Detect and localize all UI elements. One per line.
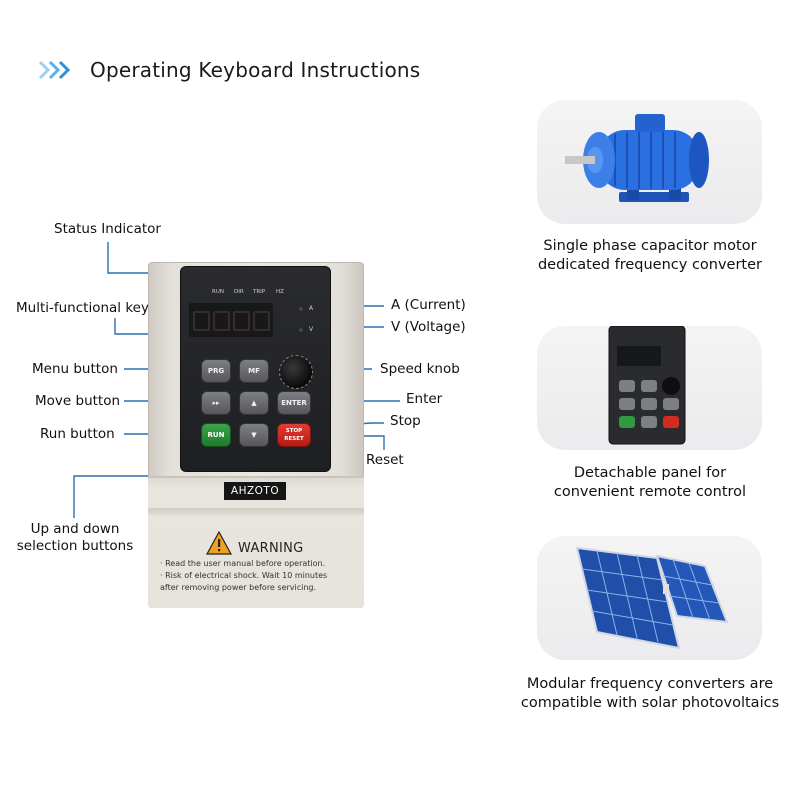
move-button[interactable]: ▸▸ [201,391,231,415]
warning-title: WARNING [238,541,304,556]
warning-line: · Read the user manual before operation. [160,559,326,568]
label-stop: Stop [390,413,421,429]
stop-label: STOP [285,428,303,434]
digit [253,311,270,331]
keypad-panel: RUN DIR TRIP HZ A V PRG MF ▸▸ ▲ ENTER RU… [180,266,331,472]
caption-line: Single phase capacitor motor [543,238,757,254]
caption-line: convenient remote control [553,484,747,500]
label-voltage: V (Voltage) [391,319,466,335]
frequency-inverter: RUN DIR TRIP HZ A V PRG MF ▸▸ ▲ ENTER RU… [148,262,364,608]
feature-caption-motor: Single phase capacitor motor dedicated f… [530,237,770,275]
unit-a: A [309,305,314,312]
indicator-trip: TRIP [253,289,266,295]
stop-reset-button[interactable]: STOP RESET [277,423,311,447]
indicator-run: RUN [212,289,224,295]
header: Operating Keyboard Instructions [38,58,420,82]
feature-card-panel [537,325,762,450]
feature-caption-solar: Modular frequency converters are compati… [507,675,793,713]
feature-card-solar [537,536,762,660]
brand-label: AHZOTO [224,482,286,500]
indicator-hz: HZ [276,289,284,295]
run-button[interactable]: RUN [201,423,231,447]
page-title: Operating Keyboard Instructions [90,58,421,82]
label-up-down-line1: Up and down [30,521,120,537]
down-button[interactable]: ▼ [239,423,269,447]
enter-button[interactable]: ENTER [277,391,311,415]
triple-chevron-right-icon [38,60,71,80]
label-enter: Enter [406,391,443,407]
label-multi-functional-keys: Multi-functional keys [16,300,156,316]
label-menu-button: Menu button [32,361,118,377]
caption-line: compatible with solar photovoltaics [520,695,780,711]
label-run-button: Run button [40,426,115,442]
label-status-indicator: Status Indicator [54,221,161,237]
up-button[interactable]: ▲ [239,391,269,415]
caption-line: Modular frequency converters are [526,676,774,692]
mf-button[interactable]: MF [239,359,269,383]
label-current: A (Current) [391,297,466,313]
solar-panel-icon [575,546,729,650]
caption-line: Detachable panel for [573,465,727,481]
speed-knob[interactable] [279,355,313,389]
unit-v: V [309,326,314,333]
warning-triangle-icon [206,531,232,555]
led-voltage [299,328,303,332]
feature-card-motor [537,100,762,224]
indicator-dir: DIR [234,289,244,295]
digit [233,311,250,331]
electric-motor-icon [565,114,709,202]
warning-line: after removing power before servicing. [160,583,317,592]
seven-segment-digits [193,311,270,331]
led-current [299,307,303,311]
feature-caption-panel: Detachable panel for convenient remote c… [530,464,770,502]
label-move-button: Move button [35,393,121,409]
digit [193,311,210,331]
control-panel-icon [608,325,686,445]
label-up-down-line2: selection buttons [16,538,134,554]
prg-button[interactable]: PRG [201,359,231,383]
warning-line: · Risk of electrical shock. Wait 10 minu… [160,571,328,580]
led-display [189,303,273,337]
label-up-down-buttons: Up and down selection buttons [14,521,136,555]
inverter-ridge [148,508,364,516]
reset-label: RESET [284,436,304,442]
caption-line: dedicated frequency converter [537,257,763,273]
label-reset: Reset [366,452,404,468]
label-speed-knob: Speed knob [380,361,460,377]
digit [213,311,230,331]
warning-text: · Read the user manual before operation.… [160,558,356,594]
